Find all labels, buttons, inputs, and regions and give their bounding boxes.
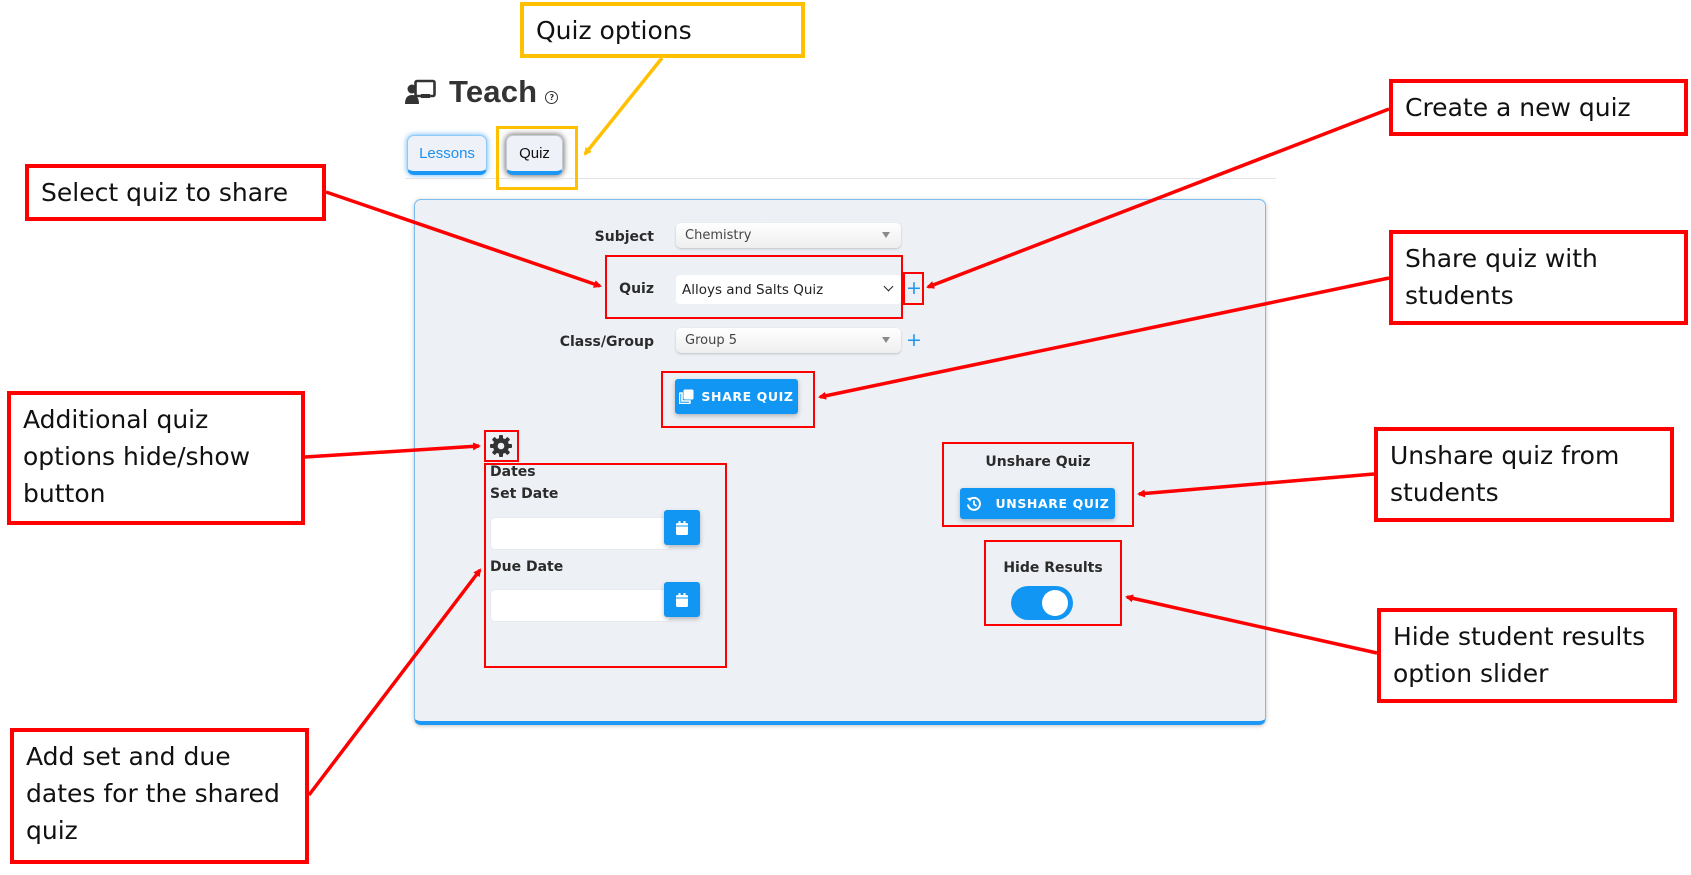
- tabs-divider: [405, 178, 1276, 179]
- callout-hide-results: Hide student results option slider: [1377, 608, 1677, 703]
- share-quiz-button[interactable]: SHARE QUIZ: [675, 379, 798, 414]
- dates-heading: Dates: [490, 464, 536, 480]
- unshare-quiz-heading: Unshare Quiz: [985, 454, 1091, 470]
- class-group-select-value: Group 5: [685, 333, 737, 348]
- subject-select-value: Chemistry: [685, 228, 752, 243]
- clone-icon: [679, 389, 694, 404]
- hide-results-label: Hide Results: [1003, 560, 1103, 576]
- calendar-icon: [676, 520, 688, 535]
- due-date-input[interactable]: [491, 590, 670, 621]
- set-date-input[interactable]: [491, 518, 670, 549]
- toggle-knob: [1042, 590, 1068, 616]
- hide-results-toggle[interactable]: [1011, 586, 1073, 620]
- callout-additional-options: Additional quiz options hide/show button: [7, 391, 305, 525]
- chevron-down-icon: [883, 281, 894, 292]
- tab-quiz[interactable]: Quiz: [506, 135, 563, 175]
- set-date-calendar-button[interactable]: [664, 510, 700, 545]
- unshare-quiz-label: UNSHARE QUIZ: [995, 496, 1110, 511]
- quiz-label: Quiz: [619, 281, 654, 297]
- set-date-label: Set Date: [490, 486, 559, 502]
- unshare-quiz-button[interactable]: UNSHARE QUIZ: [960, 488, 1115, 519]
- history-icon: [966, 496, 981, 511]
- add-quiz-button[interactable]: +: [906, 277, 922, 299]
- help-icon[interactable]: ?: [545, 90, 559, 104]
- options-toggle-button[interactable]: [489, 434, 513, 458]
- cog-icon: [490, 435, 512, 457]
- callout-share-quiz: Share quiz with students: [1389, 230, 1688, 325]
- tab-lessons[interactable]: Lessons: [407, 135, 487, 175]
- callout-select-quiz: Select quiz to share: [25, 164, 326, 221]
- subject-select[interactable]: Chemistry: [676, 223, 901, 248]
- page-header: Teach ?: [405, 72, 559, 112]
- subject-label: Subject: [594, 229, 654, 245]
- callout-unshare-quiz: Unshare quiz from students: [1374, 427, 1674, 522]
- callout-dates: Add set and due dates for the shared qui…: [10, 728, 309, 864]
- page-title: Teach: [449, 74, 538, 109]
- quiz-select-value: Alloys and Salts Quiz: [682, 281, 824, 298]
- chalkboard-teacher-icon: [405, 79, 436, 104]
- due-date-label: Due Date: [490, 559, 564, 575]
- callout-create-quiz: Create a new quiz: [1389, 79, 1688, 136]
- callout-quiz-options: Quiz options: [520, 2, 805, 58]
- quiz-select[interactable]: Alloys and Salts Quiz: [676, 275, 901, 304]
- caret-down-icon: [882, 337, 890, 343]
- class-group-select[interactable]: Group 5: [676, 328, 901, 353]
- caret-down-icon: [882, 232, 890, 238]
- share-quiz-label: SHARE QUIZ: [701, 389, 794, 404]
- due-date-calendar-button[interactable]: [664, 582, 700, 617]
- class-group-label: Class/Group: [559, 334, 654, 350]
- add-class-group-button[interactable]: +: [906, 329, 922, 351]
- calendar-icon: [676, 592, 688, 607]
